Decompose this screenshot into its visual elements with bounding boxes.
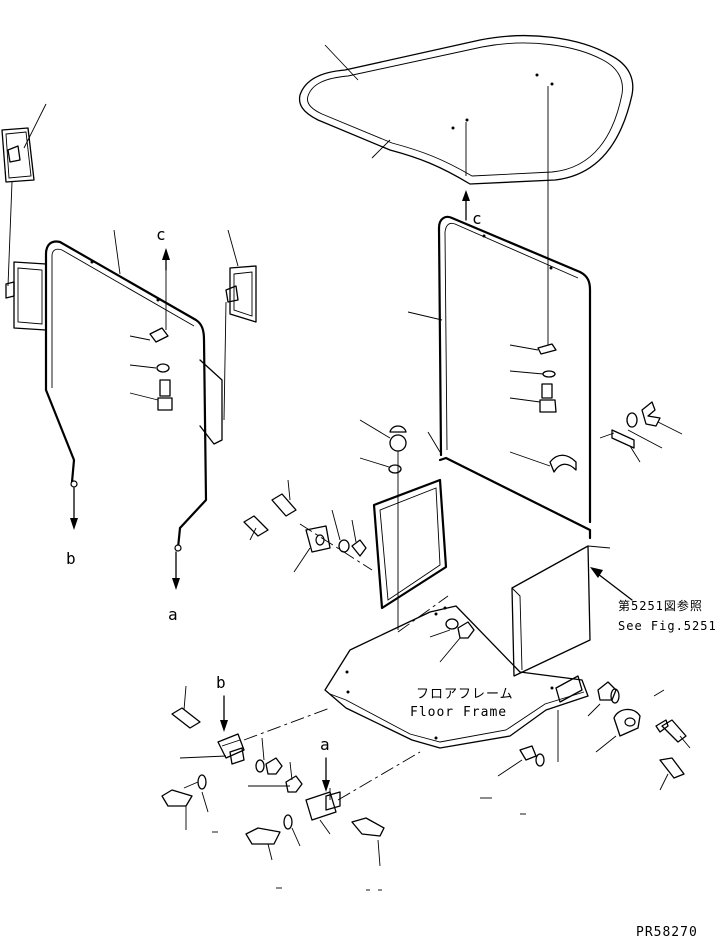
- reference-en: See Fig.5251: [618, 619, 717, 633]
- rops-frame-left: [44, 229, 223, 552]
- floor-frame-jp: フロアフレーム: [416, 687, 514, 702]
- label-c-right: c: [472, 209, 482, 228]
- arrow-up-c-right: [462, 190, 470, 221]
- left-mirror: [1, 103, 47, 287]
- left-mirror-bracket: [5, 261, 47, 331]
- arrow-up-c-left: [162, 248, 170, 271]
- label-c-left: c: [156, 225, 166, 244]
- reference-jp: 第5251図参照: [618, 598, 703, 613]
- reference-arrow: [590, 567, 633, 601]
- floor-frame: [324, 605, 589, 762]
- label-b-floor: b: [216, 673, 226, 692]
- arrow-down-b-floor: [220, 695, 228, 732]
- arrow-down-a: [172, 551, 180, 590]
- label-b-left: b: [66, 549, 76, 568]
- roof-panel: [298, 35, 634, 185]
- rops-frame-right: [407, 215, 592, 524]
- floor-frame-en: Floor Frame: [410, 705, 507, 720]
- base-fasteners: [243, 479, 373, 573]
- label-a-bottom: a: [168, 605, 178, 624]
- floor-nuts-top: [429, 618, 475, 663]
- arrow-down-b: [70, 487, 78, 530]
- floor-left-brackets: [161, 685, 421, 891]
- label-a-floor: a: [320, 735, 330, 754]
- fasteners-right-frame: [509, 343, 683, 473]
- seat-box: [359, 419, 611, 677]
- drawing-number: PR58270: [636, 925, 698, 940]
- floor-fasteners-right: [480, 681, 691, 815]
- left-frame-fasteners: [129, 258, 173, 411]
- arrow-down-a-floor: [322, 757, 330, 792]
- left-frame-mirror: [223, 229, 257, 421]
